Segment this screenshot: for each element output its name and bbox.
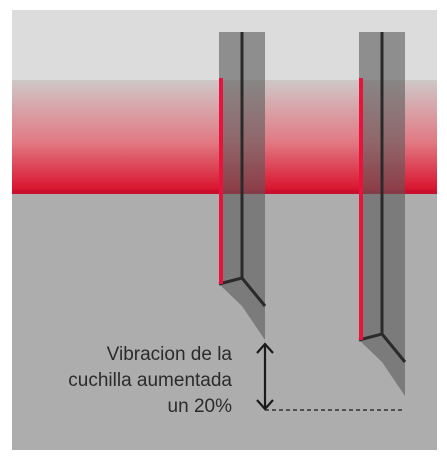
caption-line-1: Vibracion de la	[106, 344, 232, 365]
double-arrow-icon	[256, 342, 274, 411]
blade-right	[358, 32, 407, 396]
blade-right-tip	[358, 332, 407, 363]
vibration-caption: Vibracion de la cuchilla aumentada un 20…	[20, 342, 232, 420]
caption-line-3: un 20%	[167, 396, 232, 417]
blade-left	[218, 32, 267, 340]
caption-line-2: cuchilla aumentada	[68, 370, 232, 391]
blade-left-tip	[218, 276, 267, 307]
blade-left-edge	[219, 78, 223, 284]
blade-right-edge	[359, 78, 363, 340]
